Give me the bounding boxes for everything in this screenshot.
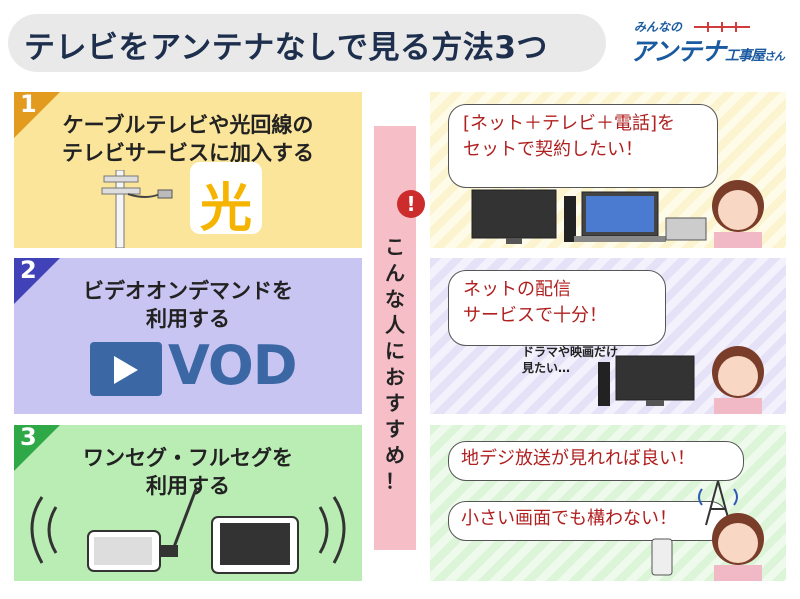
method-1-panel: 1 ケーブルテレビや光回線の テレビサービスに加入する 光 [14, 90, 362, 248]
persona-1-panel: [ネット＋テレビ＋電話]を セットで契約したい！ [430, 92, 786, 248]
method-3-number: 3 [20, 423, 37, 451]
persona-2-panel: ネットの配信 サービスで十分！ ドラマや映画だけ 見たい… [430, 258, 786, 414]
method-3-corner [14, 425, 60, 471]
title-banner [8, 14, 606, 72]
speech-bubble-1: [ネット＋テレビ＋電話]を セットで契約したい！ [448, 104, 718, 188]
woman-avatar-icon [712, 180, 764, 248]
speech-bubble-3b: 小さい画面でも構わない！ [448, 501, 728, 541]
smartphone-icon [651, 538, 673, 576]
play-icon [90, 342, 162, 396]
method-1-title-line2: テレビサービスに加入する [62, 141, 314, 165]
woman-avatar-icon-2 [712, 346, 764, 414]
method-2-title-line2: 利用する [146, 307, 230, 331]
hikari-badge: 光 [190, 162, 262, 239]
tv-set-icon [598, 355, 695, 406]
woman-avatar-icon-3 [712, 513, 764, 581]
warning-icon: ! [397, 190, 425, 218]
vod-text: VOD [168, 334, 298, 397]
recommend-label: こんな人におすすめ！ [385, 235, 405, 493]
persona-3-panel: 地デジ放送が見れれば良い！ 小さい画面でも構わない！ [430, 425, 786, 581]
thought-note: ドラマや映画だけ 見たい… [522, 345, 619, 375]
smartphone-tuner-icon [87, 488, 198, 572]
method-3-title-line2: 利用する [146, 474, 230, 498]
method-2-corner [14, 258, 60, 304]
antenna-line-icon [694, 22, 750, 32]
brand-logo: みんなの アンテナ工事屋さん [628, 18, 788, 72]
method-3-panel: 3 ワンセグ・フルセグを 利用する [14, 423, 362, 581]
speech-bubble-3a: 地デジ放送が見れれば良い！ [448, 441, 744, 481]
page-title: テレビをアンテナなしで見る方法3つ [24, 30, 548, 66]
signal-waves-icon [30, 496, 346, 564]
recommend-column: こんな人におすすめ！ [374, 126, 416, 550]
logo-main-text: アンテナ工事屋さん [630, 37, 785, 66]
method-1-title-line1: ケーブルテレビや光回線の [62, 113, 314, 137]
utility-pole-icon [101, 170, 173, 248]
speech-bubble-2: ネットの配信 サービスで十分！ [448, 270, 666, 346]
logo-top-text: みんなの [634, 20, 683, 34]
method-3-title-line1: ワンセグ・フルセグを [83, 446, 293, 470]
portable-tv-icon [211, 516, 299, 574]
method-2-panel: 2 ビデオオンデマンドを 利用する VOD [14, 256, 362, 414]
method-1-number: 1 [20, 90, 37, 118]
home-devices-icon [471, 189, 707, 244]
method-2-number: 2 [20, 256, 37, 284]
method-2-title-line1: ビデオオンデマンドを [83, 279, 293, 303]
method-1-corner [14, 92, 60, 138]
vod-logo: VOD [90, 334, 300, 398]
